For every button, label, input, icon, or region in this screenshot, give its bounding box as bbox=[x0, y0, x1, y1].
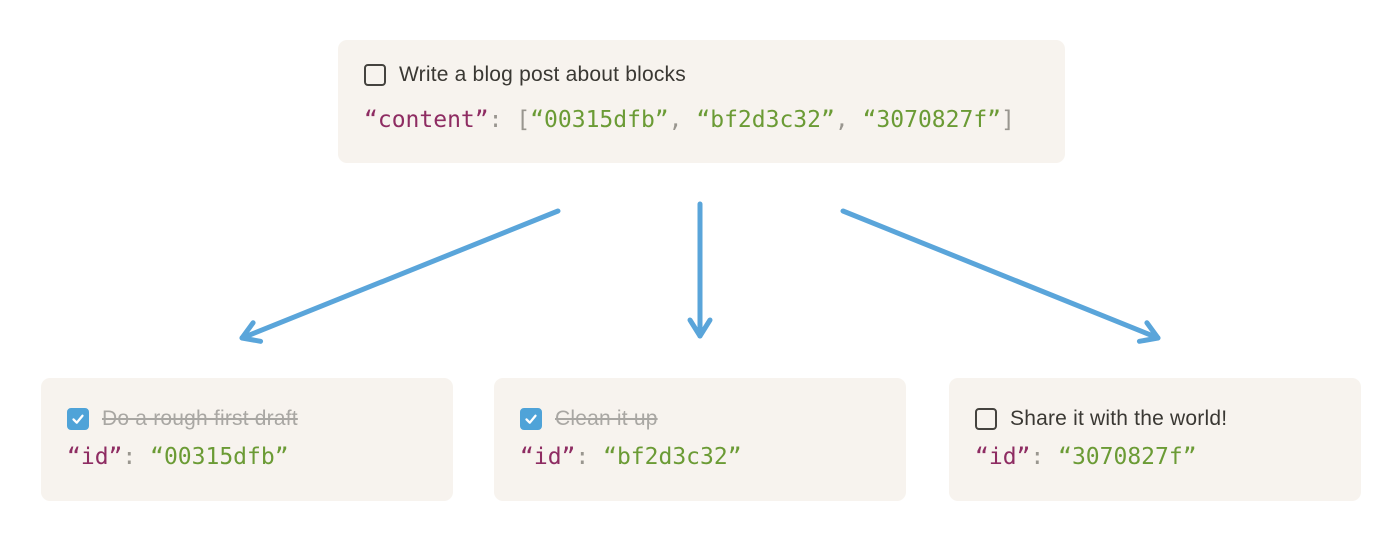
checkbox[interactable] bbox=[67, 407, 89, 430]
code-token-punct: : bbox=[1030, 444, 1059, 470]
child-task-card-1: Do a rough first draft “id”: “00315dfb” bbox=[41, 378, 453, 501]
code-token-punct: , bbox=[668, 107, 697, 133]
code-token-punct: [ bbox=[516, 107, 531, 133]
code-token-key: “id” bbox=[975, 444, 1031, 470]
code-line-id: “id”: “3070827f” bbox=[975, 443, 1335, 472]
code-token-key: “content” bbox=[364, 107, 489, 133]
checkbox[interactable] bbox=[520, 407, 542, 430]
code-token-punct: : bbox=[122, 444, 151, 470]
checkmark-icon bbox=[72, 414, 84, 424]
parent-task-card: Write a blog post about blocks “content”… bbox=[338, 40, 1065, 163]
code-line-id: “id”: “00315dfb” bbox=[67, 443, 427, 472]
checkbox[interactable] bbox=[975, 407, 997, 430]
checkmark-icon bbox=[525, 414, 537, 424]
task-row: Write a blog post about blocks bbox=[364, 62, 1039, 87]
code-token-key: “id” bbox=[67, 444, 123, 470]
code-line-content: “content”: [“00315dfb”, “bf2d3c32”, “307… bbox=[364, 106, 1039, 135]
task-row: Share it with the world! bbox=[975, 406, 1335, 431]
task-label: Write a blog post about blocks bbox=[399, 63, 686, 86]
code-token-punct: : bbox=[575, 444, 604, 470]
code-token-punct: ] bbox=[1001, 107, 1015, 133]
code-token-punct: , bbox=[834, 107, 863, 133]
code-token-str: “00315dfb” bbox=[530, 107, 669, 133]
code-token-str: “3070827f” bbox=[862, 107, 1002, 133]
arrow-to-first-child-icon bbox=[239, 208, 561, 344]
code-token-str: “00315dfb” bbox=[150, 444, 289, 470]
child-task-card-2: Clean it up “id”: “bf2d3c32” bbox=[494, 378, 906, 501]
code-token-key: “id” bbox=[520, 444, 576, 470]
task-row: Do a rough first draft bbox=[67, 406, 427, 431]
arrow-to-third-child-icon bbox=[840, 208, 1161, 344]
code-token-str: “bf2d3c32” bbox=[603, 444, 742, 470]
task-label: Clean it up bbox=[555, 407, 658, 430]
code-token-str: “3070827f” bbox=[1058, 444, 1197, 470]
task-label: Share it with the world! bbox=[1010, 407, 1228, 430]
code-line-id: “id”: “bf2d3c32” bbox=[520, 443, 880, 472]
code-token-str: “bf2d3c32” bbox=[696, 107, 835, 133]
task-label: Do a rough first draft bbox=[102, 407, 298, 430]
code-token-punct: : bbox=[488, 107, 517, 133]
task-row: Clean it up bbox=[520, 406, 880, 431]
child-task-card-3: Share it with the world! “id”: “3070827f… bbox=[949, 378, 1361, 501]
checkbox[interactable] bbox=[364, 63, 386, 86]
